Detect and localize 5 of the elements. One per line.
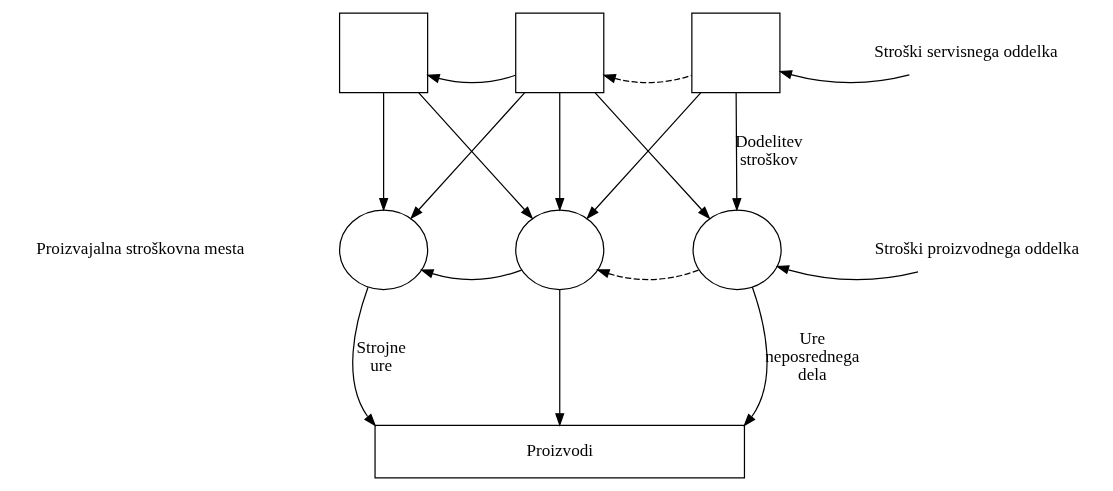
node-text: Stroški proizvodnega oddelka [874, 239, 1079, 259]
edge-label: Strojne ure [355, 337, 406, 376]
edge-label: Dodelitev stroškov [734, 131, 803, 170]
node-text: Stroški servisnega oddelka [873, 42, 1058, 62]
label: Proizvajalna stroškovna mesta [35, 239, 244, 259]
